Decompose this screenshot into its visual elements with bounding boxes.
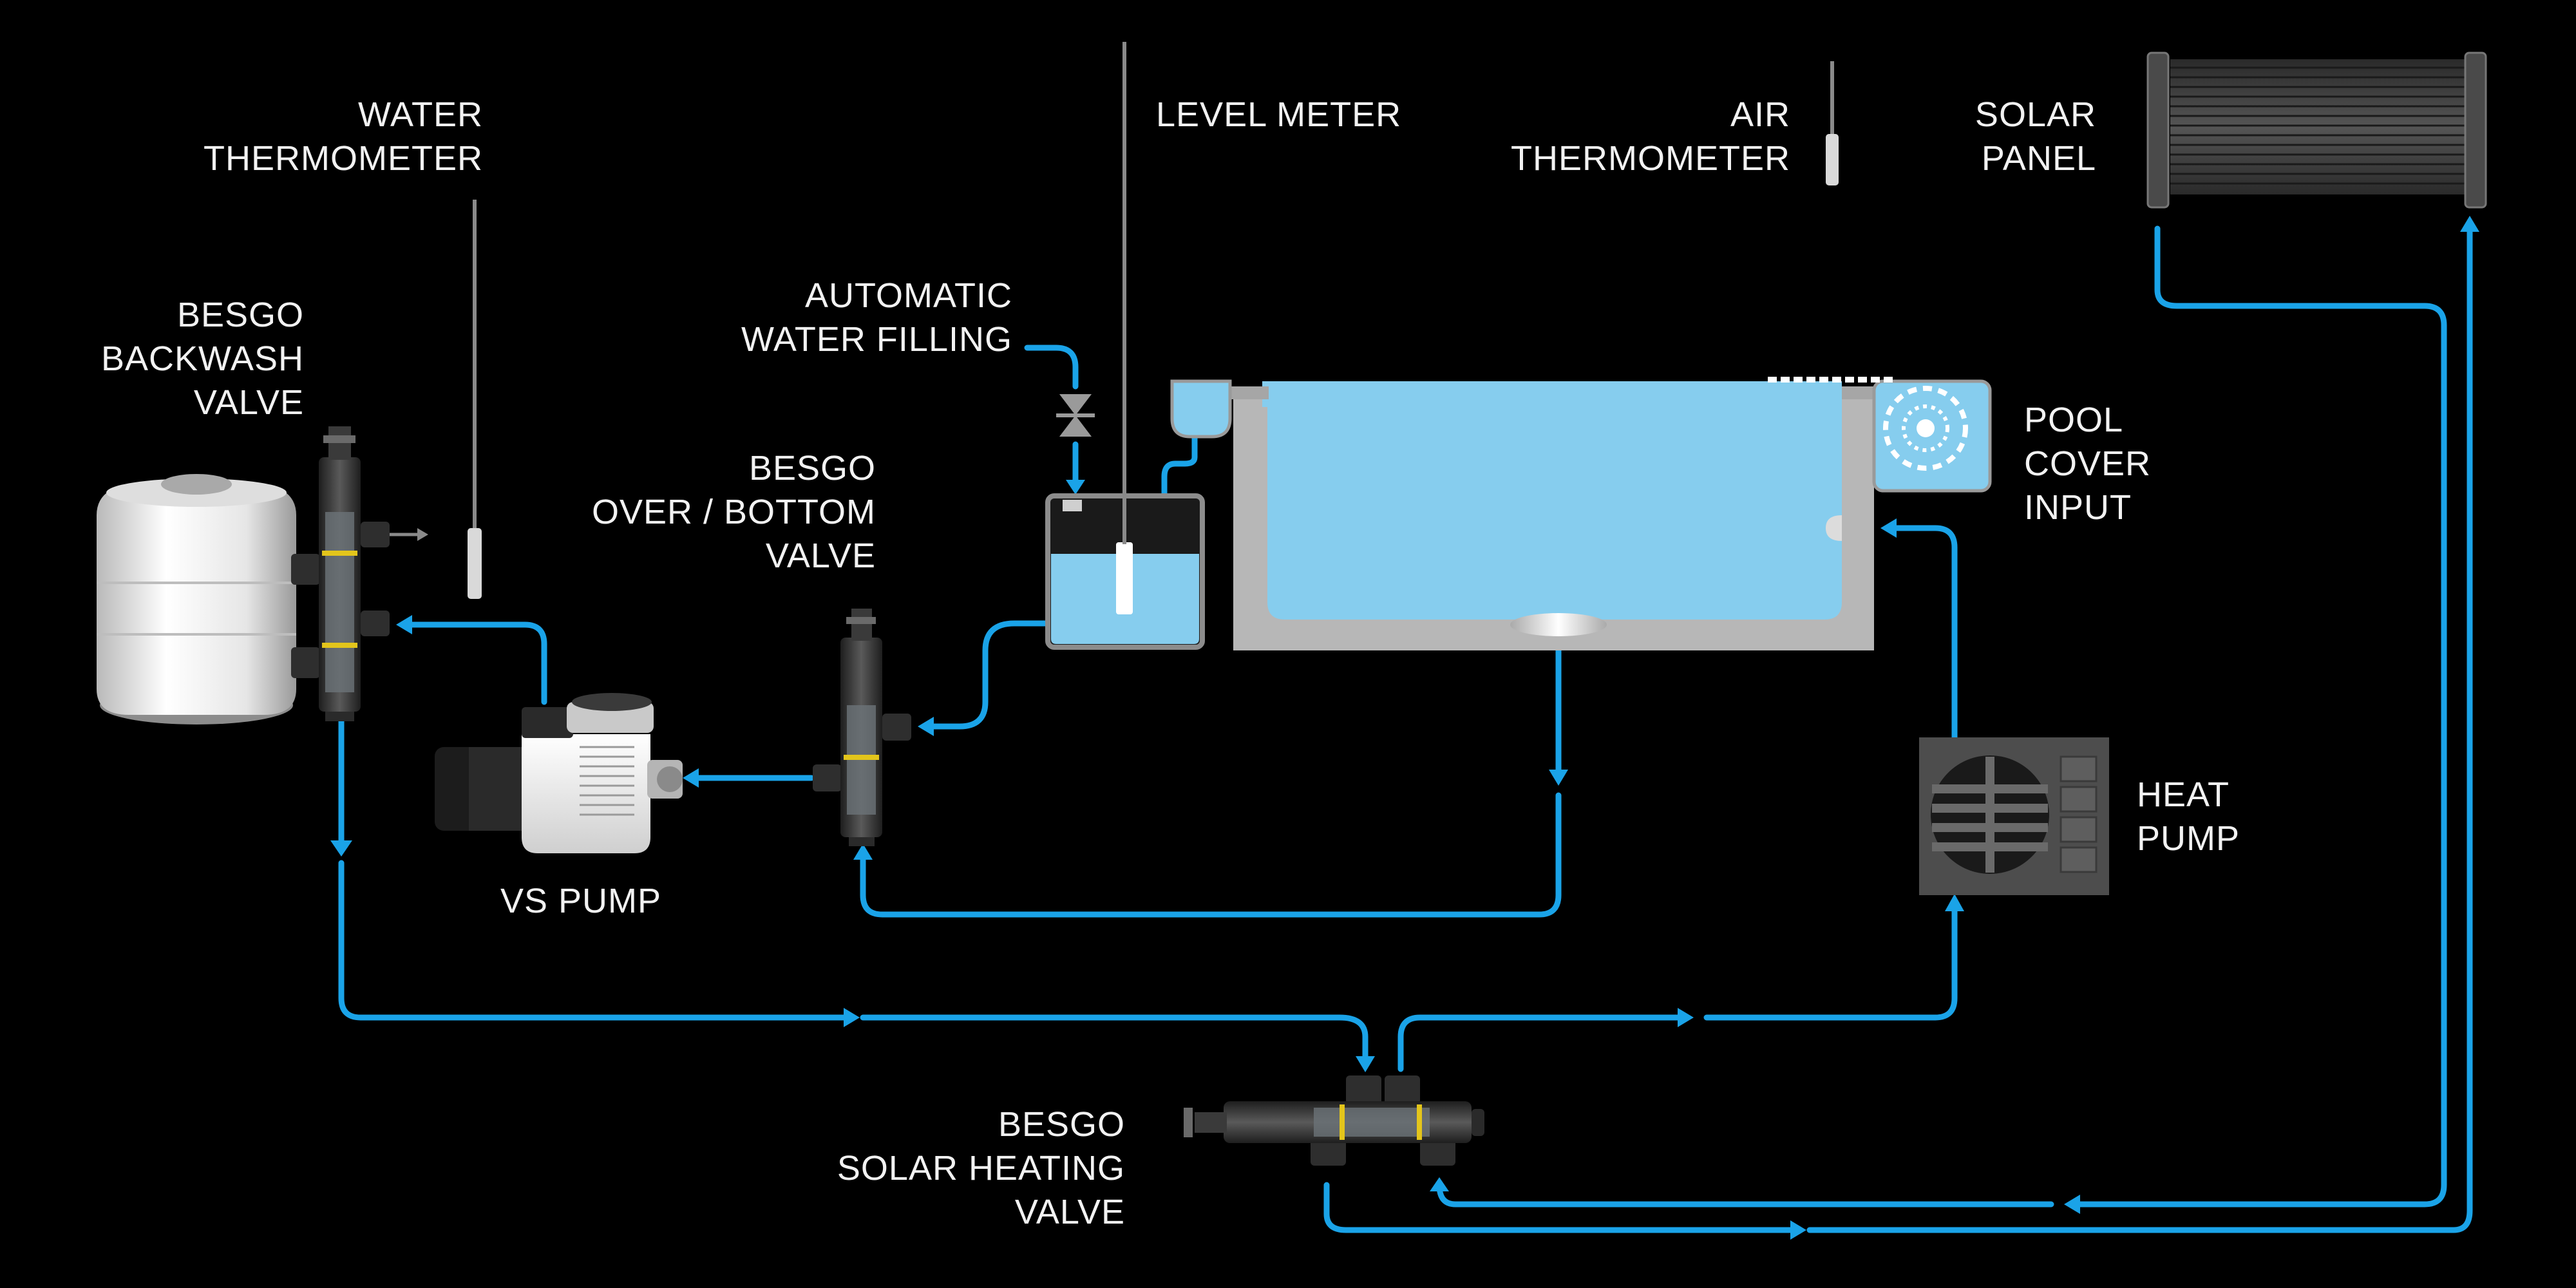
pool-cover-box [1768, 377, 1992, 493]
heat-pump [1919, 737, 2109, 895]
label-vs-pump: VS PUMP [500, 882, 662, 920]
pipe-water-filling [1024, 345, 1079, 390]
label-solar-heating-valve: BESGO SOLAR HEATING VALVE [837, 1105, 1125, 1231]
solar-heating-valve [1184, 1075, 1484, 1166]
pipe-panel-to-solar-valve [2067, 225, 2447, 1208]
pipes [338, 225, 2473, 1233]
pipe-heatpump-to-pool [1890, 525, 1958, 741]
vs-pump [435, 693, 683, 853]
label-automatic-water-filling: AUTOMATIC WATER FILLING [741, 276, 1012, 359]
label-air-thermometer: AIR THERMOMETER [1511, 95, 1790, 178]
pool-water [1267, 386, 1842, 620]
label-solar-panel: SOLAR PANEL [1975, 95, 2096, 178]
pipe-solar-valve-to-heatpump [1397, 1014, 1684, 1072]
pipe-pump-to-filter [402, 621, 547, 705]
skimmer [1170, 379, 1232, 439]
air-thermometer [1826, 61, 1839, 185]
pool-inlet [1826, 515, 1842, 541]
pipe-tank-to-valve [924, 620, 1050, 730]
label-backwash-valve: BESGO BACKWASH VALVE [100, 296, 304, 422]
label-pool-cover-input: POOL COVER INPUT [2024, 401, 2152, 527]
backwash-valve [291, 426, 428, 721]
flow-arrows [330, 216, 2479, 1240]
water-thermometer [468, 200, 482, 599]
sand-filter [97, 474, 296, 724]
label-over-bottom-valve: BESGO OVER / BOTTOM VALVE [591, 449, 876, 575]
solar-panel [2146, 52, 2487, 209]
water-filling-valve [1056, 394, 1095, 437]
over-bottom-valve [813, 609, 911, 846]
level-meter-float [1116, 542, 1133, 614]
balance-tank [1045, 493, 1205, 650]
label-heat-pump: HEAT PUMP [2137, 775, 2240, 858]
label-water-thermometer: WATER THERMOMETER [204, 95, 483, 178]
pool [1170, 379, 1877, 650]
bottom-drain [1510, 613, 1607, 636]
label-level-meter: LEVEL METER [1156, 95, 1402, 134]
